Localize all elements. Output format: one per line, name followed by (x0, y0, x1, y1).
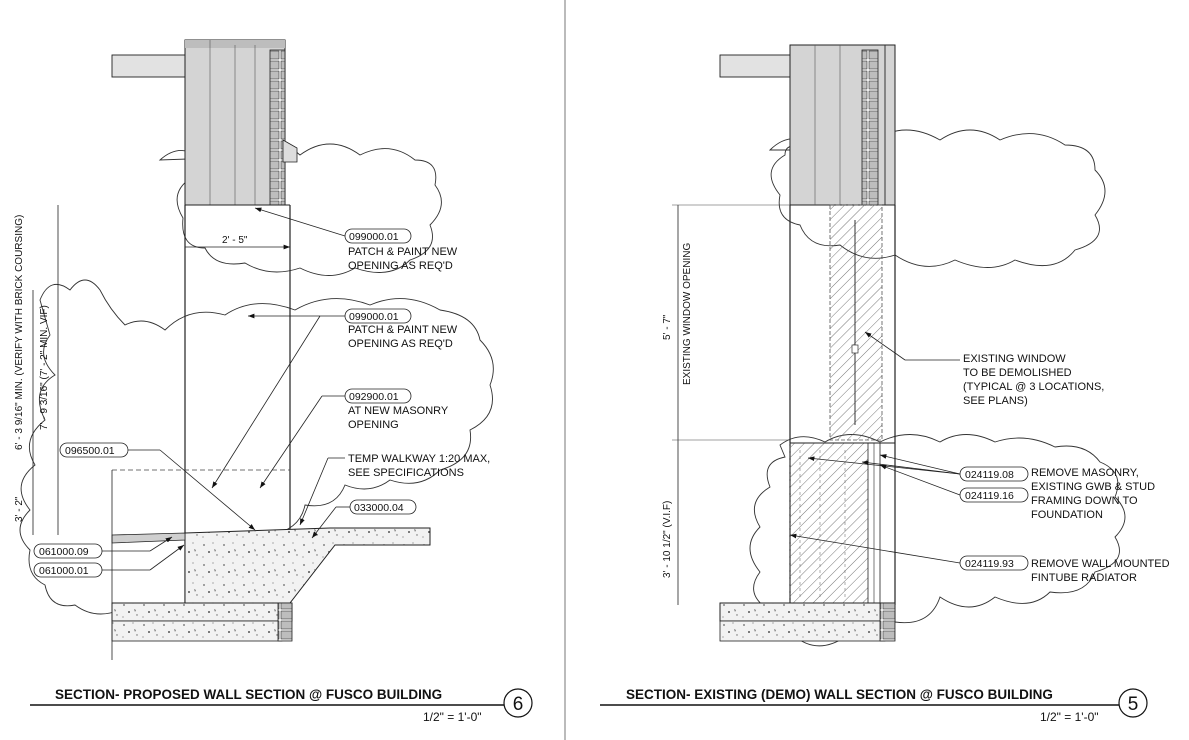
ramp-slab (184, 527, 431, 604)
note-text: SEE PLANS) (963, 395, 1028, 407)
demo-masonry (789, 442, 873, 604)
keynote-text: OPENING (348, 419, 399, 431)
note-text: FINTUBE RADIATOR (1031, 572, 1137, 584)
note-text: REMOVE MASONRY, (1031, 467, 1139, 479)
dim-window-height: 5' - 7" (662, 314, 673, 340)
keynote-tag: 096500.01 (65, 445, 115, 457)
section-number: 5 (1128, 694, 1139, 715)
revision-cloud (768, 129, 1106, 268)
keynote-tag: 092900.01 (349, 391, 399, 403)
revision-cloud (749, 434, 1126, 647)
note-text: TO BE DEMOLISHED (963, 367, 1072, 379)
note-text: FOUNDATION (1031, 509, 1103, 521)
keynote-text: AT NEW MASONRY (348, 405, 449, 417)
note-text: REMOVE WALL MOUNTED (1031, 558, 1170, 570)
note-text: FRAMING DOWN TO (1031, 495, 1138, 507)
section-number: 6 (513, 694, 524, 715)
note-text: EXISTING WINDOW (963, 353, 1066, 365)
section-scale: 1/2" = 1'-0" (1040, 710, 1099, 724)
section-6-proposed: 2' - 5" 6' - 3 9/16" MIN. (VERIFY WITH B… (14, 39, 533, 724)
keynote-tag: 024119.16 (965, 490, 1014, 502)
dim-height-a: 6' - 3 9/16" MIN. (VERIFY WITH BRICK COU… (14, 215, 25, 450)
keynote-text: PATCH & PAINT NEW (348, 246, 458, 258)
section-title: SECTION- PROPOSED WALL SECTION @ FUSCO B… (55, 687, 442, 702)
keynote-tag: 099000.01 (349, 231, 399, 243)
keynote-tag: 061000.09 (39, 546, 89, 558)
keynote-tag: 024119.08 (965, 469, 1014, 481)
existing-window (829, 204, 883, 441)
dim-window-label: EXISTING WINDOW OPENING (682, 243, 693, 385)
keynote-tag: 033000.04 (354, 502, 404, 514)
keynote-text: OPENING AS REQ'D (348, 260, 453, 272)
keynote-tag: 061000.01 (39, 565, 89, 577)
keynote-text: PATCH & PAINT NEW (348, 324, 458, 336)
section-scale: 1/2" = 1'-0" (423, 710, 482, 724)
keynote-text: SEE SPECIFICATIONS (348, 467, 464, 479)
dim-height-b: 7' - 9 3/16" (7' - 2" MIN. VIF) (39, 305, 50, 430)
revision-cloud (19, 279, 494, 618)
section-title: SECTION- EXISTING (DEMO) WALL SECTION @ … (626, 687, 1053, 702)
keynote-tag: 024119.93 (965, 558, 1014, 570)
note-text: EXISTING GWB & STUD (1031, 481, 1155, 493)
keynote-tag: 099000.01 (349, 311, 399, 323)
dim-opening-width: 2' - 5" (222, 235, 248, 246)
dim-lower-height: 3' - 10 1/2" (V.I.F) (662, 501, 673, 578)
keynote-text: TEMP WALKWAY 1:20 MAX, (348, 453, 490, 465)
section-5-existing-demo: 5' - 7" EXISTING WINDOW OPENING 3' - 10 … (600, 44, 1170, 724)
dim-sill: 3' - 2" (14, 496, 25, 522)
keynote-text: OPENING AS REQ'D (348, 338, 453, 350)
note-text: (TYPICAL @ 3 LOCATIONS, (963, 381, 1104, 393)
